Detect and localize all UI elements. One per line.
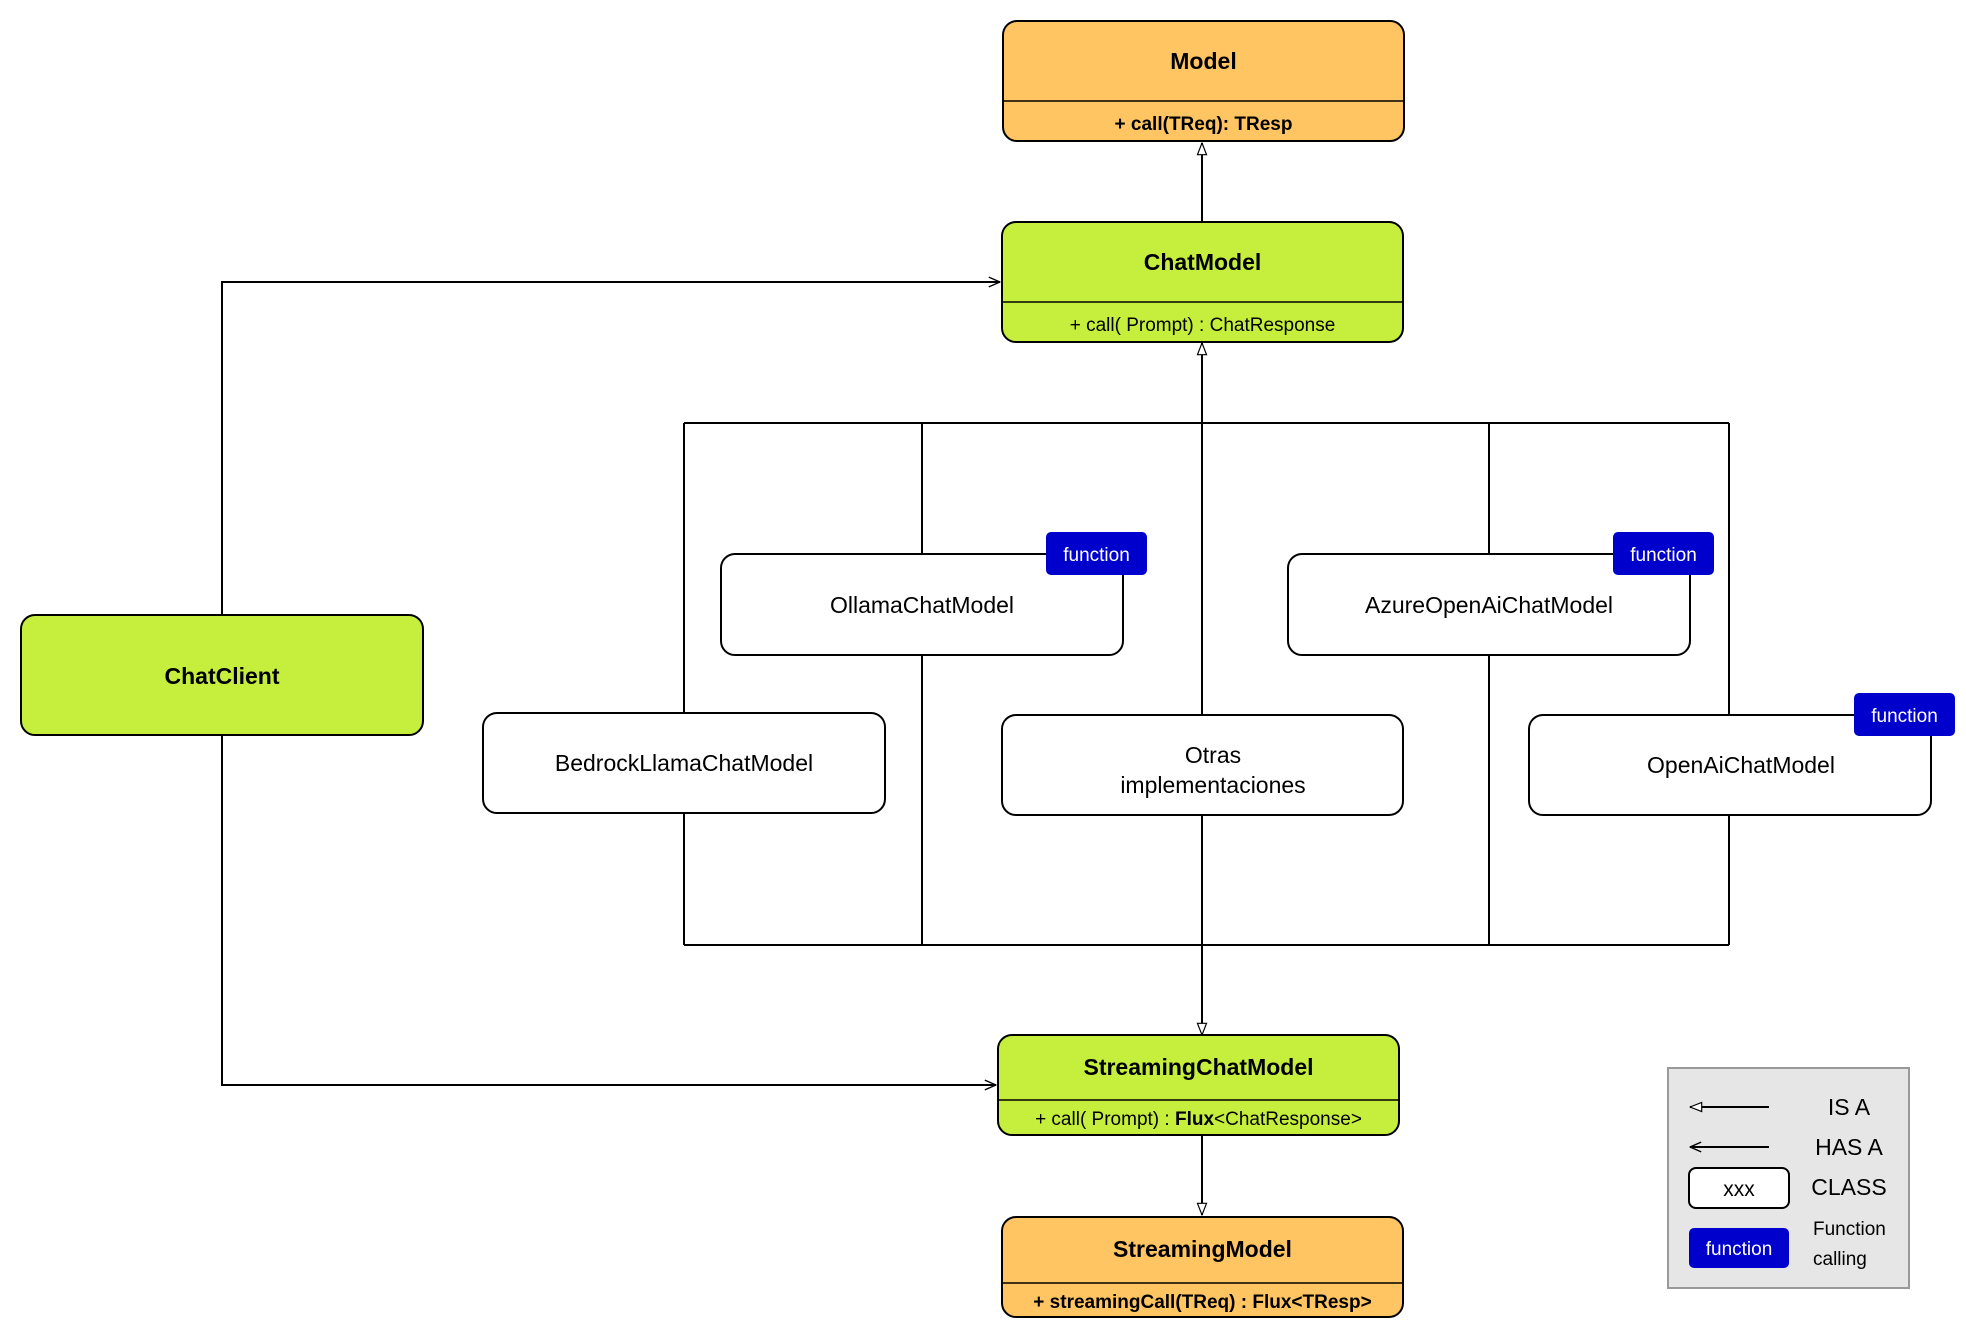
chatmodel-class-title: ChatModel bbox=[1144, 249, 1262, 275]
streamingchatmodel-method-prefix: + call( Prompt) : bbox=[1035, 1109, 1175, 1130]
model-class-title: Model bbox=[1170, 48, 1236, 74]
chatclient-class-box bbox=[20, 614, 424, 736]
legend-function-label-line1: Function bbox=[1813, 1219, 1886, 1240]
streamingchatmodel-class-title: StreamingChatModel bbox=[1083, 1054, 1313, 1080]
chatmodel-class-method: + call( Prompt) : ChatResponse bbox=[1070, 315, 1336, 336]
ollama-chat-model[interactable]: OllamaChatModel function bbox=[720, 532, 1147, 656]
openai-function-badge-label: function bbox=[1871, 706, 1938, 727]
bedrock-llama-chat-model[interactable]: BedrockLlamaChatModel bbox=[482, 712, 886, 814]
streamingmodel-class-title: StreamingModel bbox=[1113, 1236, 1292, 1262]
legend-function-sample-text: function bbox=[1706, 1239, 1773, 1260]
openai-chat-model-box bbox=[1528, 714, 1932, 816]
bedrock-llama-chat-model-label: BedrockLlamaChatModel bbox=[555, 750, 813, 776]
streamingchatmodel-class-method: + call( Prompt) : Flux<ChatResponse> bbox=[1035, 1109, 1362, 1130]
openai-chat-model-label: OpenAiChatModel bbox=[1647, 752, 1835, 778]
chatmodel-class-box bbox=[1001, 221, 1404, 343]
other-implementations[interactable]: Otras implementaciones bbox=[1001, 714, 1404, 816]
chatclient-hasa-chatmodel-arrow bbox=[221, 282, 1000, 615]
bedrock-llama-chat-model-box bbox=[482, 712, 886, 814]
connectors bbox=[221, 143, 1730, 1215]
legend-isa-label: IS A bbox=[1828, 1094, 1871, 1120]
streamingchatmodel-method-bold: Flux bbox=[1175, 1109, 1214, 1130]
streamingchatmodel-method-suffix: <ChatResponse> bbox=[1214, 1109, 1362, 1130]
streamingmodel-class-method: + streamingCall(TReq) : Flux<TResp> bbox=[1033, 1292, 1371, 1313]
streamingmodel-class[interactable]: StreamingModel + streamingCall(TReq) : F… bbox=[1001, 1216, 1404, 1318]
model-class-box bbox=[1002, 20, 1405, 142]
ollama-function-badge-label: function bbox=[1063, 545, 1130, 566]
azure-function-badge: function bbox=[1613, 532, 1714, 575]
ollama-function-badge: function bbox=[1046, 532, 1147, 575]
model-class[interactable]: Model + call(TReq): TResp bbox=[1002, 20, 1405, 142]
chatmodel-class[interactable]: ChatModel + call( Prompt) : ChatResponse bbox=[1001, 221, 1404, 343]
chatclient-class-title: ChatClient bbox=[165, 663, 280, 689]
legend-hasa-label: HAS A bbox=[1815, 1134, 1883, 1160]
ollama-function-badge-box bbox=[1046, 532, 1147, 575]
legend-class-sample-box bbox=[1688, 1167, 1790, 1209]
legend-function-label-line2: calling bbox=[1813, 1249, 1867, 1270]
azure-function-badge-label: function bbox=[1630, 545, 1697, 566]
other-implementations-label-line2: implementaciones bbox=[1120, 772, 1305, 798]
azure-openai-chat-model[interactable]: AzureOpenAiChatModel function bbox=[1287, 532, 1714, 656]
other-implementations-label-line1: Otras bbox=[1185, 742, 1241, 768]
streamingchatmodel-class[interactable]: StreamingChatModel + call( Prompt) : Flu… bbox=[997, 1034, 1400, 1136]
streamingmodel-class-box bbox=[1001, 1216, 1404, 1318]
legend-class-sample-text: xxx bbox=[1723, 1178, 1755, 1201]
streamingchatmodel-class-box bbox=[997, 1034, 1400, 1136]
openai-function-badge-box bbox=[1854, 693, 1955, 736]
openai-function-badge: function bbox=[1854, 693, 1955, 736]
legend-function-sample-box bbox=[1689, 1228, 1789, 1268]
azure-openai-chat-model-box bbox=[1287, 553, 1691, 656]
azure-openai-chat-model-label: AzureOpenAiChatModel bbox=[1365, 592, 1613, 618]
chatclient-class[interactable]: ChatClient bbox=[20, 614, 424, 736]
ollama-chat-model-label: OllamaChatModel bbox=[830, 592, 1014, 618]
azure-function-badge-box bbox=[1613, 532, 1714, 575]
legend: IS A HAS A xxx CLASS function Function c… bbox=[1667, 1067, 1910, 1289]
model-class-method: + call(TReq): TResp bbox=[1115, 114, 1293, 135]
other-implementations-box bbox=[1001, 714, 1404, 816]
ollama-chat-model-box bbox=[720, 553, 1124, 656]
openai-chat-model[interactable]: OpenAiChatModel function bbox=[1528, 693, 1955, 816]
chatclient-hasa-streamingchatmodel-arrow bbox=[221, 735, 996, 1085]
legend-class-label: CLASS bbox=[1811, 1174, 1886, 1200]
